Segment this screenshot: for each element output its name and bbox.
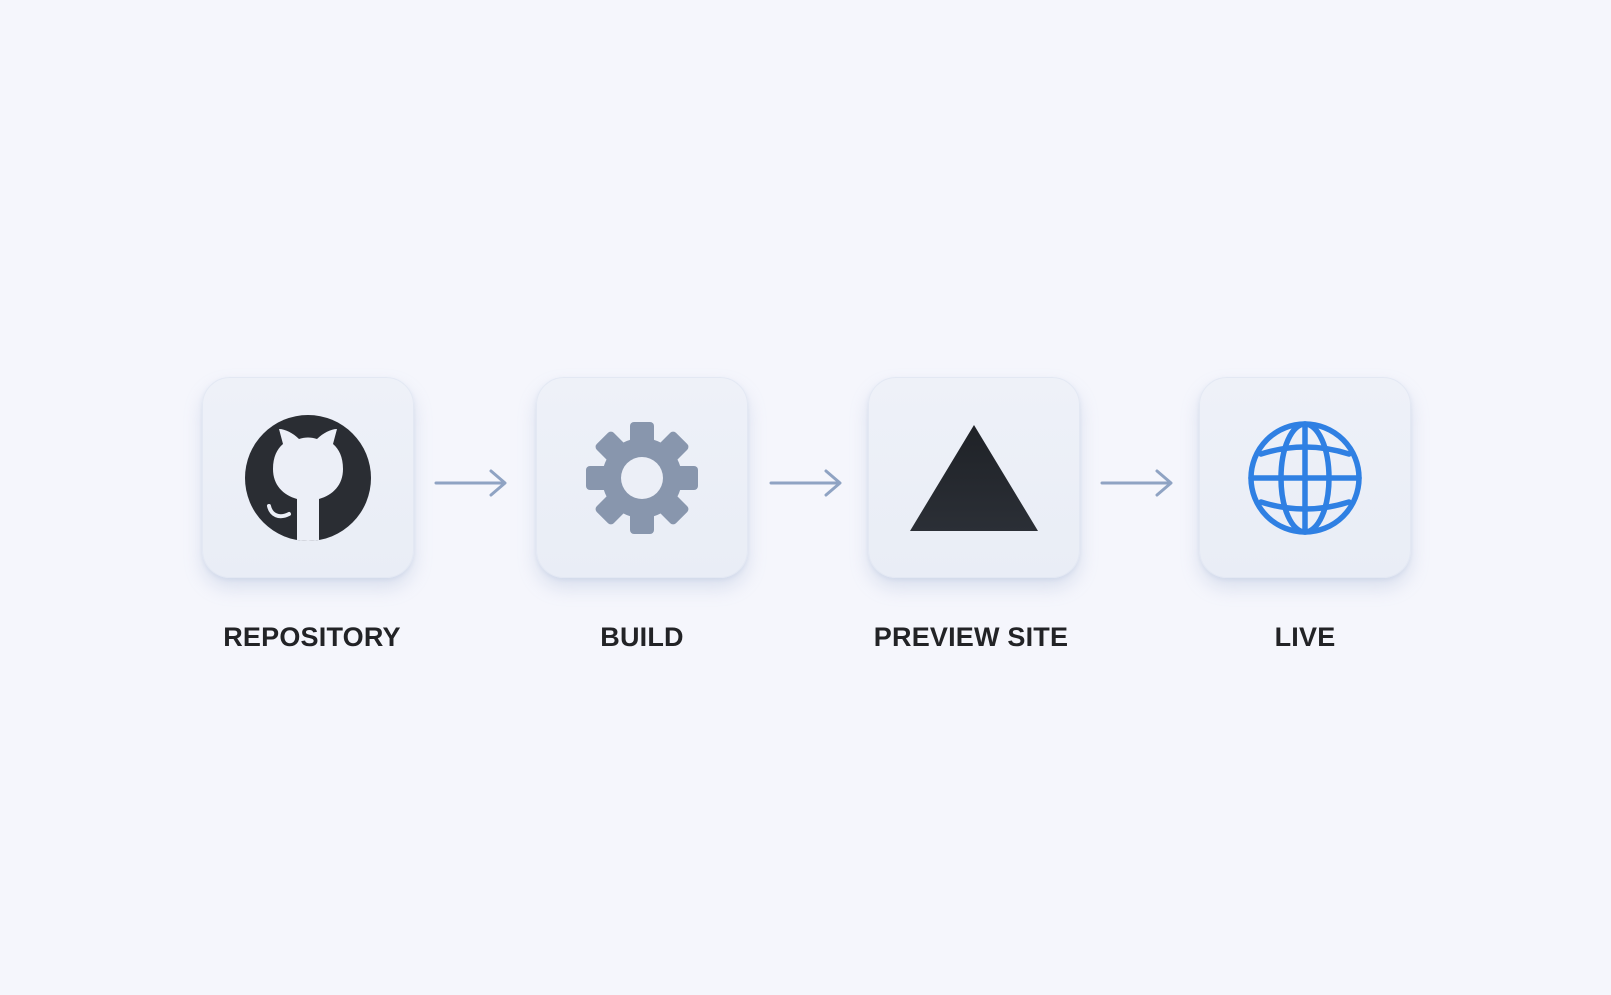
step-label-preview-site: PREVIEW SITE xyxy=(873,622,1069,652)
arrow-right-icon xyxy=(434,469,507,497)
preview-site-tile xyxy=(868,377,1080,578)
step-label-live: LIVE xyxy=(1274,622,1336,652)
arrow-right-icon xyxy=(769,469,842,497)
gear-icon xyxy=(586,421,698,534)
github-icon xyxy=(245,414,371,541)
live-tile xyxy=(1199,377,1411,578)
repository-tile xyxy=(202,377,414,578)
build-tile xyxy=(536,377,748,578)
globe-icon xyxy=(1248,420,1362,535)
step-label-repository: REPOSITORY xyxy=(223,622,401,652)
arrow-right-icon xyxy=(1100,469,1173,497)
triangle-icon xyxy=(910,424,1038,531)
step-label-build: BUILD xyxy=(600,622,684,652)
